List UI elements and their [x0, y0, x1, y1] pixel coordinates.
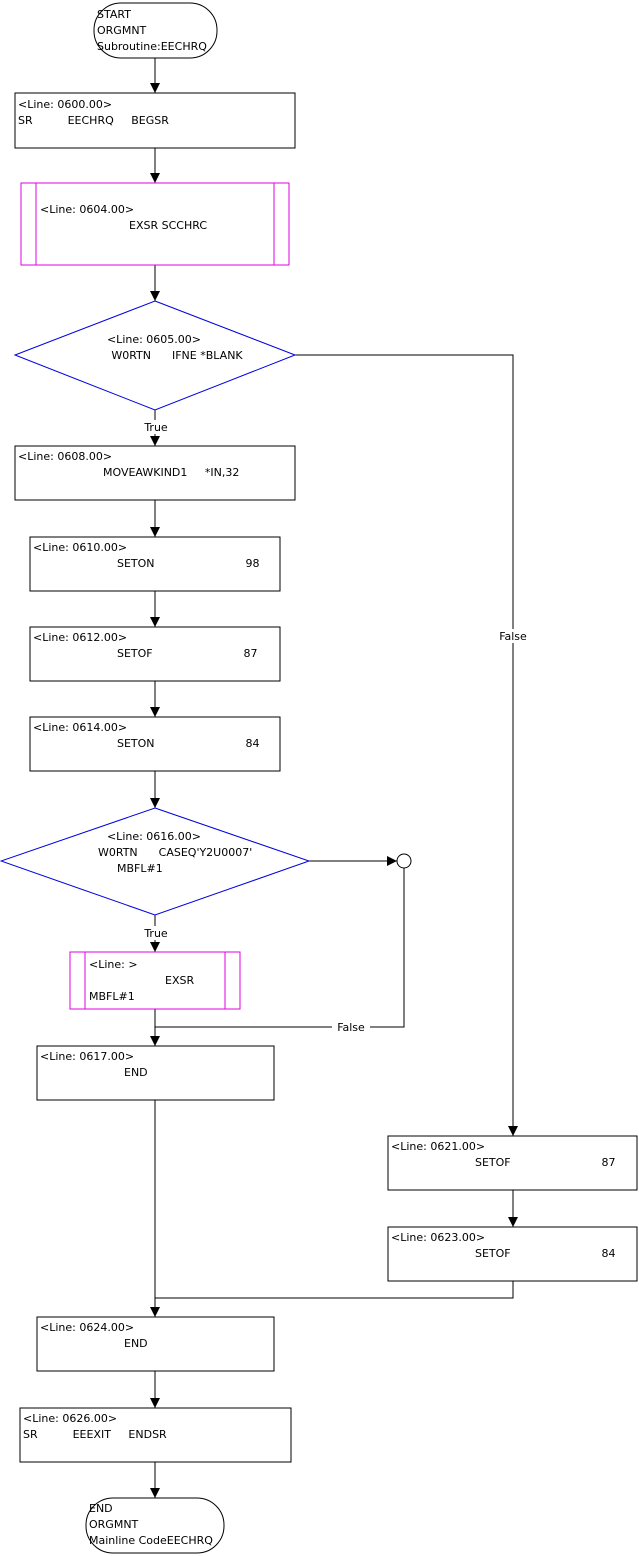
node-line: <Line: 0624.00>	[40, 1321, 134, 1334]
node-line: MBFL#1	[89, 990, 135, 1003]
label-bg	[140, 420, 172, 434]
node-line: <Line: 0626.00>	[23, 1412, 117, 1425]
edge-label-true: True	[143, 927, 168, 940]
subroutine-exsr-mbfl1[interactable]: <Line: > EXSR MBFL#1	[69, 951, 241, 1010]
process-0612[interactable]: <Line: 0612.00> SETOF 87	[29, 626, 281, 682]
decision-0616[interactable]: <Line: 0616.00> W0RTN CASEQ'Y2U0007' MBF…	[0, 807, 311, 916]
subroutine-box	[20, 182, 290, 266]
node-line: MOVEAWKIND1 *IN,32	[103, 466, 239, 479]
label-bg	[140, 926, 172, 940]
process-box	[29, 626, 281, 682]
process-0623[interactable]: <Line: 0623.00> SETOF 84	[387, 1226, 638, 1282]
process-box	[387, 1135, 638, 1191]
node-line: END	[89, 1502, 113, 1515]
terminator-shape	[85, 1497, 225, 1554]
arrow-head	[150, 83, 160, 93]
node-line: SR EECHRQ BEGSR	[18, 114, 169, 127]
edges	[150, 58, 518, 1498]
arrow-head	[150, 942, 160, 952]
edge-label-false: False	[499, 630, 527, 643]
start-terminator[interactable]: START ORGMNT Subroutine:EECHRQ	[93, 2, 218, 59]
arrow-head	[150, 1398, 160, 1408]
edge-0605-0621-false	[295, 354, 514, 1136]
process-0610[interactable]: <Line: 0610.00> SETON 98	[29, 536, 281, 592]
label-bg	[494, 629, 532, 643]
process-0626[interactable]: <Line: 0626.00> SR EEEXIT ENDSR	[19, 1407, 292, 1463]
node-line: SETON 84	[117, 737, 259, 750]
connector-circle	[396, 853, 412, 869]
arrow-head	[387, 856, 397, 866]
decision-diamond	[13, 300, 297, 411]
arrow-head	[508, 1126, 518, 1136]
label-bg	[332, 1020, 370, 1034]
node-line: END	[124, 1066, 148, 1079]
node-line: SETON 98	[117, 557, 259, 570]
node-line: <Line: >	[89, 958, 138, 971]
node-line: SETOF 87	[475, 1156, 616, 1169]
node-line: <Line: 0604.00>	[40, 203, 134, 216]
arrow-head	[150, 527, 160, 537]
subroutine-0604[interactable]: <Line: 0604.00> EXSR SCCHRC	[20, 182, 290, 266]
process-0608[interactable]: <Line: 0608.00> MOVEAWKIND1 *IN,32	[14, 445, 296, 501]
node-line: <Line: 0616.00>	[107, 830, 201, 843]
node-line: EXSR	[165, 974, 194, 987]
process-box	[387, 1226, 638, 1282]
decision-0605[interactable]: <Line: 0605.00> W0RTN IFNE *BLANK	[13, 300, 297, 411]
node-line: START	[97, 8, 131, 21]
process-box	[36, 1316, 275, 1372]
arrow-head	[150, 436, 160, 446]
process-box	[29, 536, 281, 592]
node-line: END	[124, 1337, 148, 1350]
process-0617[interactable]: <Line: 0617.00> END	[36, 1045, 275, 1101]
arrow-head	[150, 1488, 160, 1498]
arrow-head	[150, 617, 160, 627]
node-line: <Line: 0605.00>	[107, 333, 201, 346]
decision-diamond	[0, 807, 311, 916]
process-0600[interactable]: <Line: 0600.00> SR EECHRQ BEGSR	[14, 92, 296, 149]
end-terminator[interactable]: END ORGMNT Mainline CodeEECHRQ	[85, 1497, 225, 1554]
subroutine-box	[69, 951, 241, 1010]
node-line: <Line: 0612.00>	[33, 631, 127, 644]
edge-label-true: True	[143, 421, 168, 434]
edge-connector-merge-false	[155, 868, 405, 1028]
arrow-head	[150, 291, 160, 301]
node-line: <Line: 0621.00>	[391, 1140, 485, 1153]
node-line: <Line: 0614.00>	[33, 721, 127, 734]
node-line: ORGMNT	[89, 1518, 139, 1531]
edge-label-false: False	[337, 1021, 365, 1034]
process-box	[19, 1407, 292, 1463]
process-box	[36, 1045, 275, 1101]
node-line: Mainline CodeEECHRQ	[89, 1534, 213, 1547]
node-line: SR EEEXIT ENDSR	[23, 1428, 167, 1441]
terminator-shape	[93, 2, 218, 59]
node-line: W0RTN IFNE *BLANK	[111, 349, 243, 362]
process-box	[14, 92, 296, 149]
process-0624[interactable]: <Line: 0624.00> END	[36, 1316, 275, 1372]
arrow-head	[150, 707, 160, 717]
arrow-head	[150, 1036, 160, 1046]
process-box	[29, 716, 281, 772]
node-line: MBFL#1	[117, 862, 163, 875]
arrow-head	[150, 173, 160, 183]
node-line: SETOF 84	[475, 1247, 616, 1260]
node-line: <Line: 0610.00>	[33, 541, 127, 554]
process-0614[interactable]: <Line: 0614.00> SETON 84	[29, 716, 281, 772]
node-line: ORGMNT	[97, 24, 147, 37]
edge-labels: True False True False	[140, 420, 532, 1034]
node-line: Subroutine:EECHRQ	[97, 40, 207, 53]
node-line: <Line: 0600.00>	[18, 98, 112, 111]
arrow-head	[150, 798, 160, 808]
node-line: W0RTN CASEQ'Y2U0007'	[98, 846, 252, 859]
node-line: <Line: 0623.00>	[391, 1231, 485, 1244]
arrow-head	[508, 1217, 518, 1227]
process-0621[interactable]: <Line: 0621.00> SETOF 87	[387, 1135, 638, 1191]
node-line: <Line: 0608.00>	[18, 450, 112, 463]
node-line: SETOF 87	[117, 647, 258, 660]
process-box	[14, 445, 296, 501]
edge-0623-merge	[155, 1281, 514, 1299]
node-line: <Line: 0617.00>	[40, 1050, 134, 1063]
node-line: EXSR SCCHRC	[129, 219, 207, 232]
arrow-head	[150, 1307, 160, 1317]
